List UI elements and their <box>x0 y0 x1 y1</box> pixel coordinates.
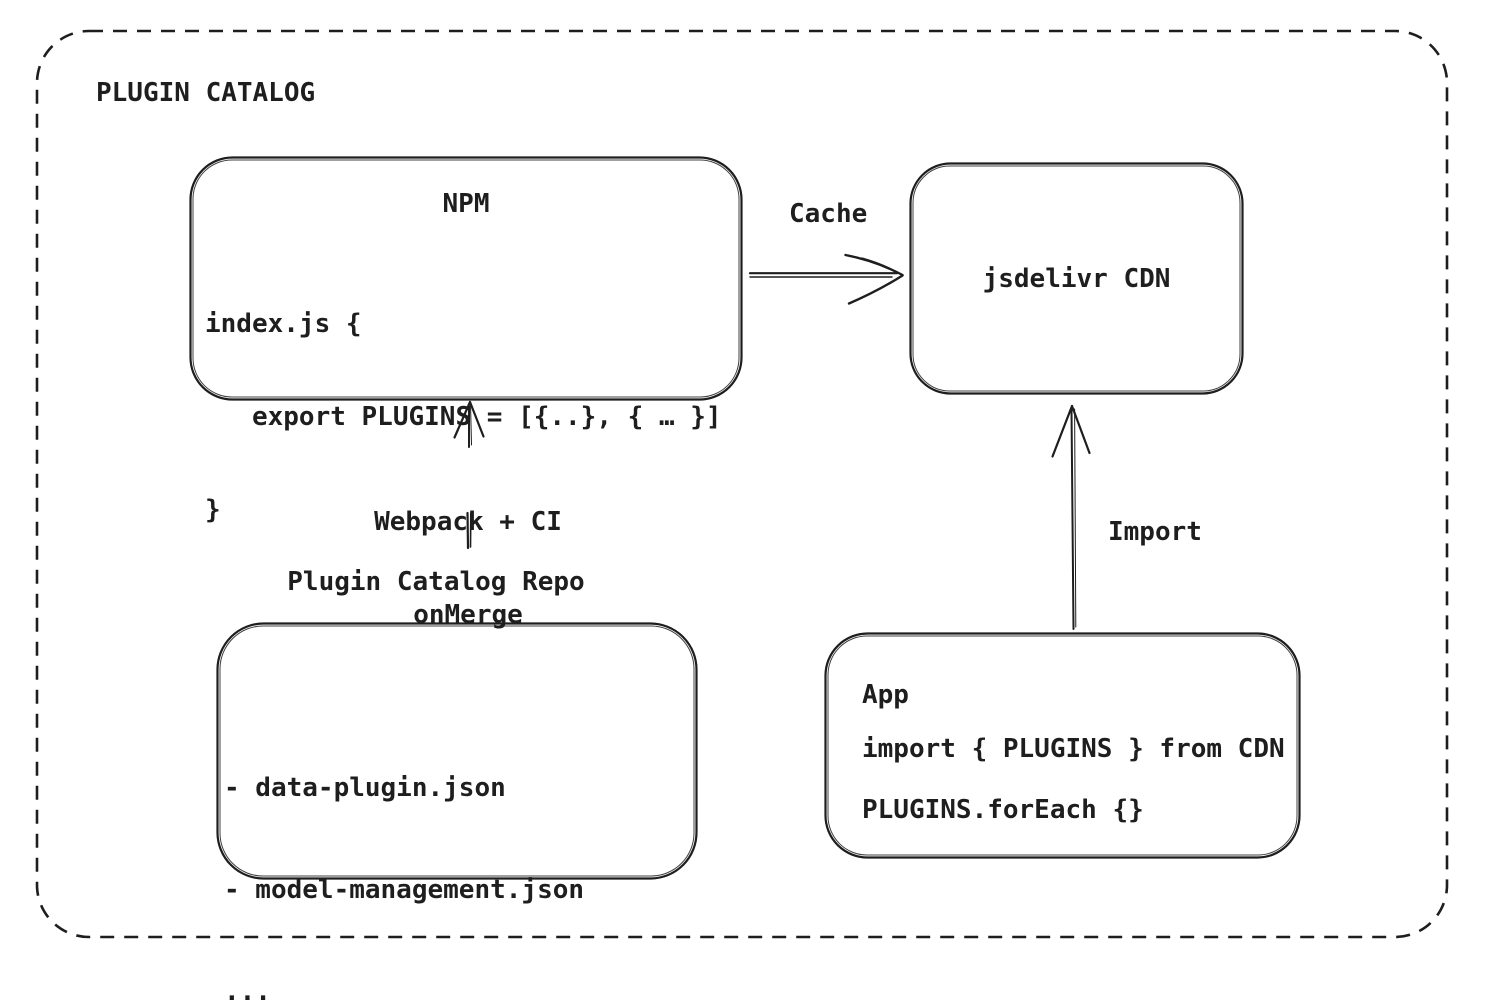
npm-box <box>189 156 743 401</box>
repo-items-list: - data-plugin.json - model-management.js… <box>224 703 584 1002</box>
npm-code-line: index.js { <box>205 309 362 339</box>
cdn-title-wrap: jsdelivr CDN <box>910 163 1243 394</box>
cdn-box <box>909 162 1244 395</box>
import-arrow <box>1051 404 1091 630</box>
cache-edge-label: Cache <box>789 199 868 229</box>
app-code-line: import { PLUGINS } from CDN <box>862 734 1285 764</box>
build-arrow <box>453 400 485 550</box>
repo-item: - data-plugin.json <box>224 773 506 803</box>
repo-label: Plugin Catalog Repo <box>287 567 585 597</box>
npm-title: NPM <box>442 189 490 219</box>
npm-code-line: } <box>205 495 221 525</box>
npm-code-line: export PLUGINS = [{..}, { … }] <box>205 402 722 432</box>
plugin-catalog-container-outline <box>35 29 1449 939</box>
cdn-title: jsdelivr CDN <box>982 263 1171 294</box>
build-edge-label-line1: Webpack + CI <box>374 507 562 537</box>
cache-arrow <box>748 253 904 305</box>
repo-item: - model-management.json <box>224 875 585 905</box>
build-edge-label: Webpack + CI onMerge <box>318 445 618 693</box>
app-code-line: PLUGINS.forEach {} <box>862 795 1144 825</box>
npm-code-block: index.js { export PLUGINS = [{..}, { … }… <box>205 247 722 588</box>
import-edge-label: Import <box>1108 517 1202 547</box>
build-edge-label-line2: onMerge <box>413 600 523 630</box>
diagram-title: PLUGIN CATALOG <box>96 78 316 108</box>
app-title: App <box>862 680 909 710</box>
repo-box <box>216 622 698 880</box>
app-box <box>824 632 1301 859</box>
repo-item: ... <box>224 977 271 1002</box>
